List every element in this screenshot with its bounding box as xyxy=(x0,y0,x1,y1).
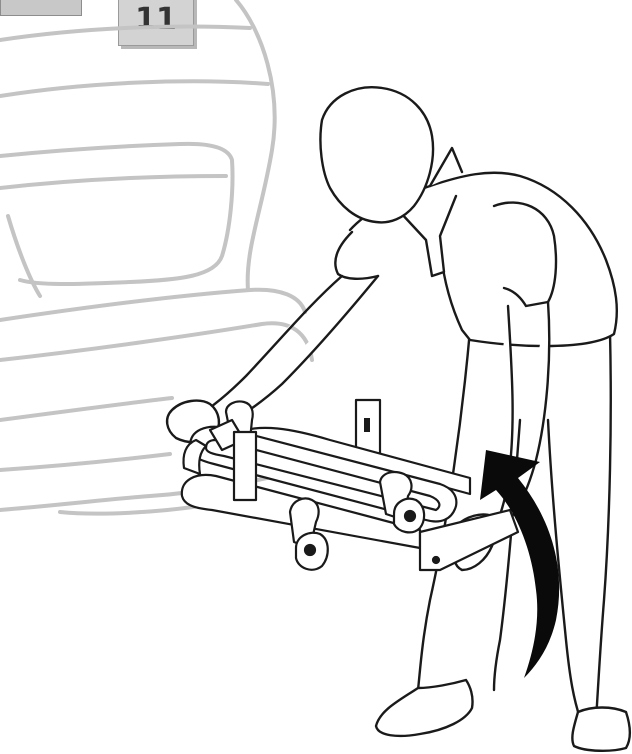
curved-up-arrow-icon xyxy=(480,450,559,678)
hitch-bike-rack-icon xyxy=(182,400,518,570)
